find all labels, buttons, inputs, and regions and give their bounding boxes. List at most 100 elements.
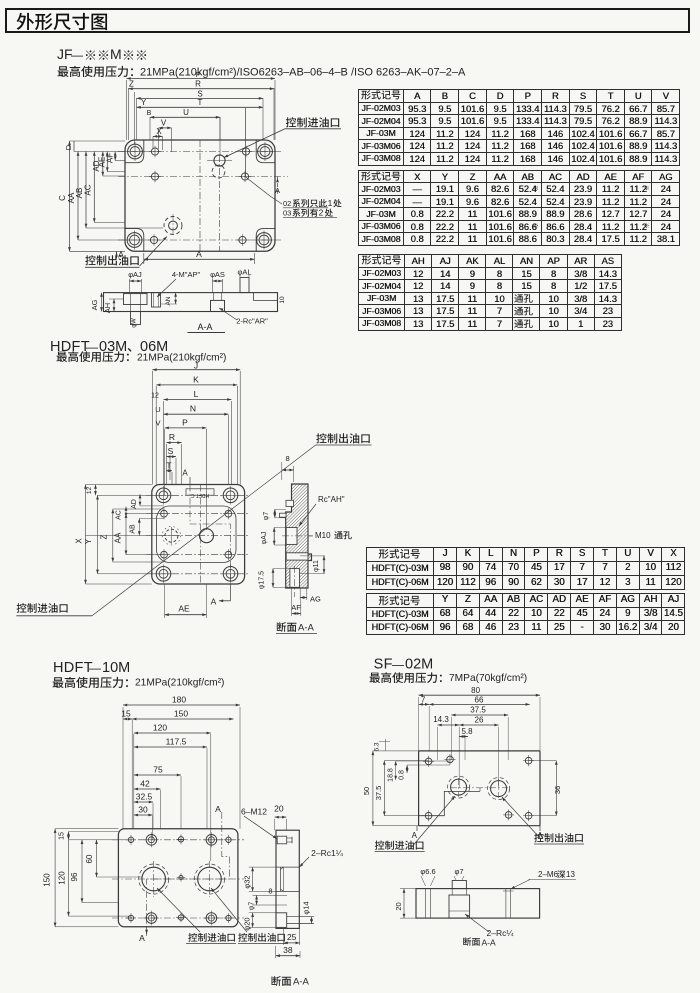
svg-text:96: 96 bbox=[70, 872, 79, 881]
svg-text:180: 180 bbox=[172, 695, 186, 705]
svg-text:21MPa(210kgf/cm²): 21MPa(210kgf/cm²) bbox=[135, 678, 224, 689]
svg-text:A-A: A-A bbox=[293, 977, 310, 988]
svg-text:AD: AD bbox=[92, 160, 101, 171]
svg-text:21MPa(210kgf/cm²): 21MPa(210kgf/cm²) bbox=[137, 353, 226, 364]
svg-text:HDFT: HDFT bbox=[50, 339, 90, 355]
svg-text:φAJ: φAJ bbox=[261, 532, 268, 545]
svg-text:φ7: φ7 bbox=[454, 867, 463, 876]
svg-text:13: 13 bbox=[566, 870, 575, 879]
svg-text:20: 20 bbox=[394, 902, 403, 910]
svg-text:AG: AG bbox=[310, 595, 321, 604]
svg-text:K: K bbox=[193, 375, 199, 385]
svg-text:2–Rc¼: 2–Rc¼ bbox=[487, 928, 515, 938]
svg-text:Y: Y bbox=[141, 98, 147, 107]
svg-text:75: 75 bbox=[153, 765, 163, 775]
svg-text:12: 12 bbox=[151, 393, 159, 400]
svg-text:6.3: 6.3 bbox=[374, 742, 381, 751]
svg-text:SF: SF bbox=[374, 657, 393, 673]
svg-text:120: 120 bbox=[58, 871, 67, 885]
svg-text:AH: AH bbox=[103, 303, 112, 313]
svg-text:2: 2 bbox=[319, 208, 324, 218]
svg-text:φ14: φ14 bbox=[302, 901, 311, 914]
svg-text:A: A bbox=[211, 597, 217, 607]
svg-text:Z: Z bbox=[100, 534, 109, 539]
svg-text:36: 36 bbox=[553, 786, 562, 794]
svg-text:03M: 03M bbox=[99, 339, 127, 355]
svg-text:L: L bbox=[194, 389, 199, 399]
svg-text:C: C bbox=[58, 195, 67, 201]
svg-text:AE: AE bbox=[178, 604, 190, 614]
svg-text:φ32: φ32 bbox=[243, 875, 252, 888]
svg-text:AA: AA bbox=[67, 192, 76, 203]
svg-text:50: 50 bbox=[362, 787, 371, 795]
svg-text:A: A bbox=[196, 249, 202, 259]
svg-text:0.8: 0.8 bbox=[399, 770, 406, 780]
svg-text:A: A bbox=[139, 933, 145, 943]
svg-text:φ20: φ20 bbox=[243, 917, 252, 930]
svg-text:A: A bbox=[412, 831, 418, 840]
svg-text:8: 8 bbox=[286, 454, 290, 463]
svg-text:10M: 10M bbox=[102, 660, 130, 676]
svg-text:A: A bbox=[215, 804, 221, 814]
svg-text:A: A bbox=[118, 250, 124, 260]
svg-text:φAS: φAS bbox=[210, 270, 225, 279]
svg-text:37.5: 37.5 bbox=[374, 786, 383, 801]
svg-text:7: 7 bbox=[421, 696, 426, 705]
svg-text:—: — bbox=[392, 658, 404, 672]
svg-text:P: P bbox=[182, 418, 188, 428]
svg-text:60: 60 bbox=[85, 854, 94, 863]
svg-text:φ7: φ7 bbox=[263, 512, 270, 521]
svg-text:M10: M10 bbox=[315, 531, 331, 540]
svg-text:φ17.5: φ17.5 bbox=[259, 571, 266, 589]
svg-text:AA: AA bbox=[114, 532, 123, 543]
svg-text:15: 15 bbox=[59, 832, 66, 840]
svg-text:AB: AB bbox=[130, 524, 137, 534]
svg-text:1: 1 bbox=[328, 198, 333, 208]
svg-text:AN: AN bbox=[165, 296, 172, 305]
svg-text:A: A bbox=[275, 186, 280, 195]
svg-text:7MPa(70kgf/cm²): 7MPa(70kgf/cm²) bbox=[449, 673, 527, 684]
svg-text:U: U bbox=[155, 405, 160, 414]
svg-text:06M: 06M bbox=[140, 339, 168, 355]
svg-text:φAJ: φAJ bbox=[128, 270, 142, 279]
svg-text:5.8: 5.8 bbox=[461, 727, 473, 736]
svg-text:HDFT C: HDFT C bbox=[190, 492, 209, 498]
svg-text:A-A: A-A bbox=[482, 938, 497, 948]
svg-text:120: 120 bbox=[153, 723, 167, 733]
svg-text:R: R bbox=[169, 432, 175, 442]
svg-text:37.5: 37.5 bbox=[470, 706, 486, 715]
svg-text:A-A: A-A bbox=[197, 322, 212, 332]
svg-text:U: U bbox=[183, 108, 189, 117]
svg-text:150: 150 bbox=[43, 873, 52, 887]
svg-text:AB: AB bbox=[75, 188, 84, 199]
svg-text:V: V bbox=[161, 119, 167, 128]
svg-text:R: R bbox=[195, 80, 201, 89]
svg-text:AD: AD bbox=[131, 499, 138, 509]
svg-text:15: 15 bbox=[121, 709, 131, 719]
svg-text:T: T bbox=[198, 98, 203, 107]
svg-text:2–M6: 2–M6 bbox=[538, 870, 559, 879]
svg-text:02M: 02M bbox=[405, 657, 433, 673]
svg-text:32.5: 32.5 bbox=[136, 792, 153, 802]
svg-text:18.8: 18.8 bbox=[387, 768, 394, 782]
svg-text:4-M"AP": 4-M"AP" bbox=[172, 270, 201, 279]
svg-text:—: — bbox=[89, 661, 101, 675]
svg-text:02: 02 bbox=[283, 199, 291, 208]
svg-text:B: B bbox=[147, 110, 152, 117]
svg-text:—: — bbox=[71, 48, 83, 62]
svg-text:03: 03 bbox=[283, 209, 291, 218]
svg-text:117.5: 117.5 bbox=[166, 737, 187, 747]
svg-text:30: 30 bbox=[138, 805, 148, 815]
svg-text:14.3: 14.3 bbox=[433, 715, 449, 724]
svg-text:Z: Z bbox=[129, 80, 134, 89]
svg-text:φW: φW bbox=[132, 318, 138, 328]
svg-text:HDFT: HDFT bbox=[53, 660, 93, 676]
svg-text:A: A bbox=[537, 831, 543, 840]
svg-text:V: V bbox=[155, 419, 160, 428]
svg-text:D: D bbox=[64, 144, 73, 150]
svg-text:42: 42 bbox=[140, 779, 150, 789]
svg-text:X: X bbox=[75, 538, 84, 544]
svg-text:A-A: A-A bbox=[298, 623, 315, 634]
svg-text:T: T bbox=[166, 460, 171, 470]
svg-text:6–M12: 6–M12 bbox=[241, 807, 267, 817]
